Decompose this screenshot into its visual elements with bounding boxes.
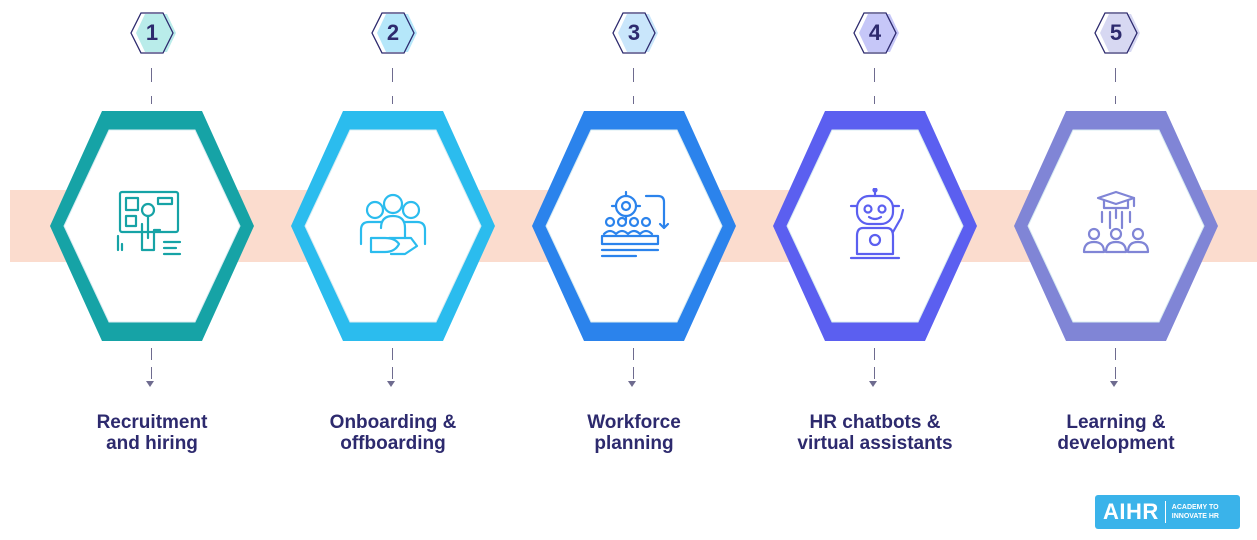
hexagon-frame xyxy=(773,111,977,341)
hexagon-frame xyxy=(50,111,254,341)
step-number-badge xyxy=(1094,12,1140,54)
down-arrow-icon xyxy=(628,381,636,387)
step-label: Workforce planning xyxy=(587,412,681,454)
dashed-connector xyxy=(633,348,634,360)
step-number: 5 xyxy=(1109,20,1123,45)
hexagon-frame xyxy=(1014,111,1218,341)
step-label: Recruitment and hiring xyxy=(96,412,208,454)
step-label: Onboarding & offboarding xyxy=(329,412,457,454)
hexagon-frame xyxy=(291,111,495,341)
robot-chatbot-icon xyxy=(849,188,905,260)
down-arrow-icon xyxy=(146,381,154,387)
aihr-logo: AIHR ACADEMY TO INNOVATE HR xyxy=(1095,495,1240,529)
step-number: 2 xyxy=(386,20,400,45)
dashed-connector xyxy=(392,348,393,360)
dashed-connector xyxy=(151,68,152,82)
dashed-connector xyxy=(1115,367,1116,379)
workforce-planning-icon xyxy=(600,190,670,258)
dashed-connector xyxy=(874,348,875,360)
dashed-connector xyxy=(392,68,393,82)
dashed-connector xyxy=(1115,348,1116,360)
step-2: 2 Onboarding & offboarding xyxy=(283,0,503,540)
step-number-badge xyxy=(130,12,176,54)
step-number-badge xyxy=(853,12,899,54)
step-1: 1 Recruitment and hiring xyxy=(42,0,262,540)
logo-brand: AIHR xyxy=(1103,499,1159,524)
step-number: 3 xyxy=(627,20,641,45)
learning-graduation-icon xyxy=(1082,190,1150,254)
step-number: 4 xyxy=(868,20,882,45)
step-5: 5 Learning & development xyxy=(1006,0,1226,540)
step-4: 4 HR chatbots & virtual assistants xyxy=(765,0,985,540)
dashed-connector xyxy=(151,96,152,104)
step-number-badge xyxy=(612,12,658,54)
dashed-connector xyxy=(633,367,634,379)
down-arrow-icon xyxy=(869,381,877,387)
down-arrow-icon xyxy=(387,381,395,387)
dashed-connector xyxy=(1115,68,1116,82)
step-number: 1 xyxy=(145,20,159,45)
dashed-connector xyxy=(633,96,634,104)
onboarding-team-icon xyxy=(359,193,427,256)
logo-divider xyxy=(1164,501,1166,523)
dashed-connector xyxy=(633,68,634,82)
dashed-connector xyxy=(151,348,152,360)
dashed-connector xyxy=(1115,96,1116,104)
logo-tagline: ACADEMY TO INNOVATE HR xyxy=(1171,504,1219,520)
step-number-badge xyxy=(371,12,417,54)
dashed-connector xyxy=(874,96,875,104)
step-3: 3 Workforce planning xyxy=(524,0,744,540)
recruitment-icon xyxy=(116,190,182,256)
dashed-connector xyxy=(392,367,393,379)
down-arrow-icon xyxy=(1110,381,1118,387)
dashed-connector xyxy=(874,68,875,82)
step-label: Learning & development xyxy=(1057,412,1175,454)
dashed-connector xyxy=(151,367,152,379)
dashed-connector xyxy=(392,96,393,104)
step-label: HR chatbots & virtual assistants xyxy=(797,412,953,454)
dashed-connector xyxy=(874,367,875,379)
